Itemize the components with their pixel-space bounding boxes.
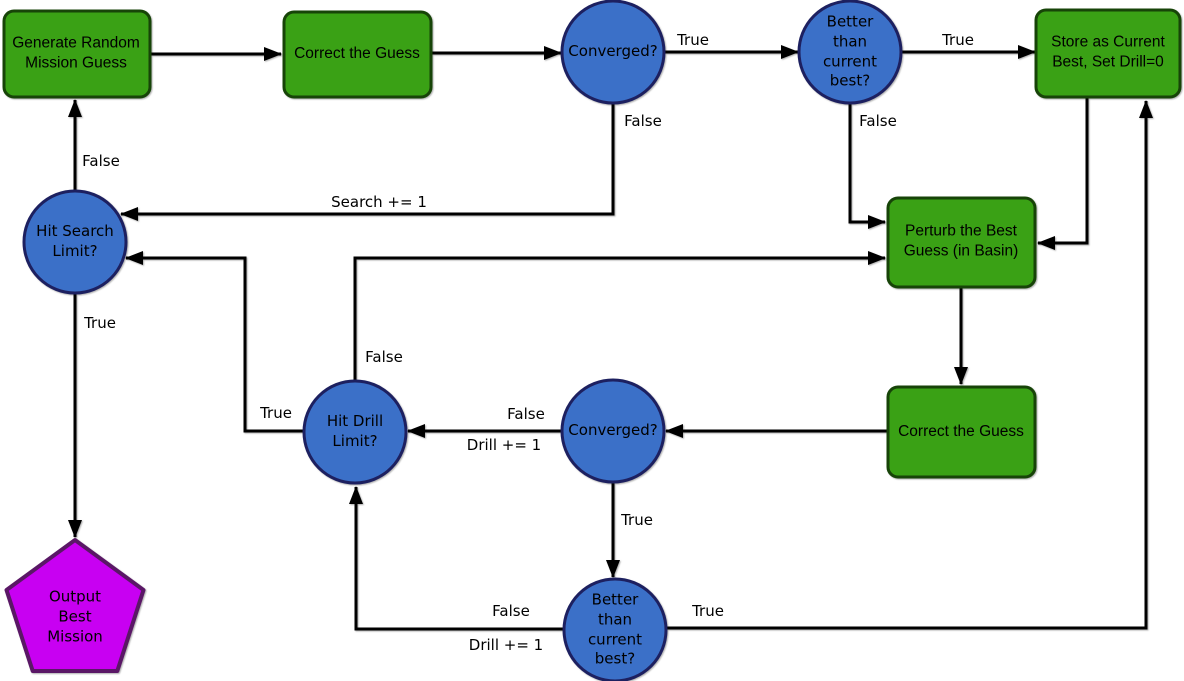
hit-drill-limit-node-shape bbox=[302, 379, 408, 485]
converged-2-node-shape bbox=[560, 378, 666, 484]
edge-hitdrill-true-to-hitsearch bbox=[125, 251, 304, 433]
edge-better2-false-to-hitdrill bbox=[349, 486, 564, 631]
store-best-node-shape bbox=[1034, 8, 1182, 99]
hit-search-limit-node-shape bbox=[22, 189, 128, 295]
better-than-1-node-shape bbox=[797, 0, 903, 105]
output-node-shape bbox=[4, 538, 146, 673]
edge-hitdrill-false-to-perturb bbox=[353, 251, 886, 381]
converged-1-node-shape bbox=[560, 0, 666, 105]
correct-guess-1-node-shape bbox=[282, 10, 433, 99]
perturb-node-shape bbox=[886, 196, 1037, 289]
edge-better2-true-to-store bbox=[666, 100, 1153, 630]
correct-guess-2-node-shape bbox=[886, 385, 1037, 479]
edge-better1-false-to-perturb bbox=[848, 103, 886, 229]
generate-node-shape bbox=[2, 9, 152, 99]
edges bbox=[68, 45, 1153, 631]
better-than-2-node-shape bbox=[562, 577, 668, 681]
edge-store-to-perturb bbox=[1037, 97, 1089, 250]
edge-converged1-false-to-hitsearch bbox=[120, 103, 615, 221]
